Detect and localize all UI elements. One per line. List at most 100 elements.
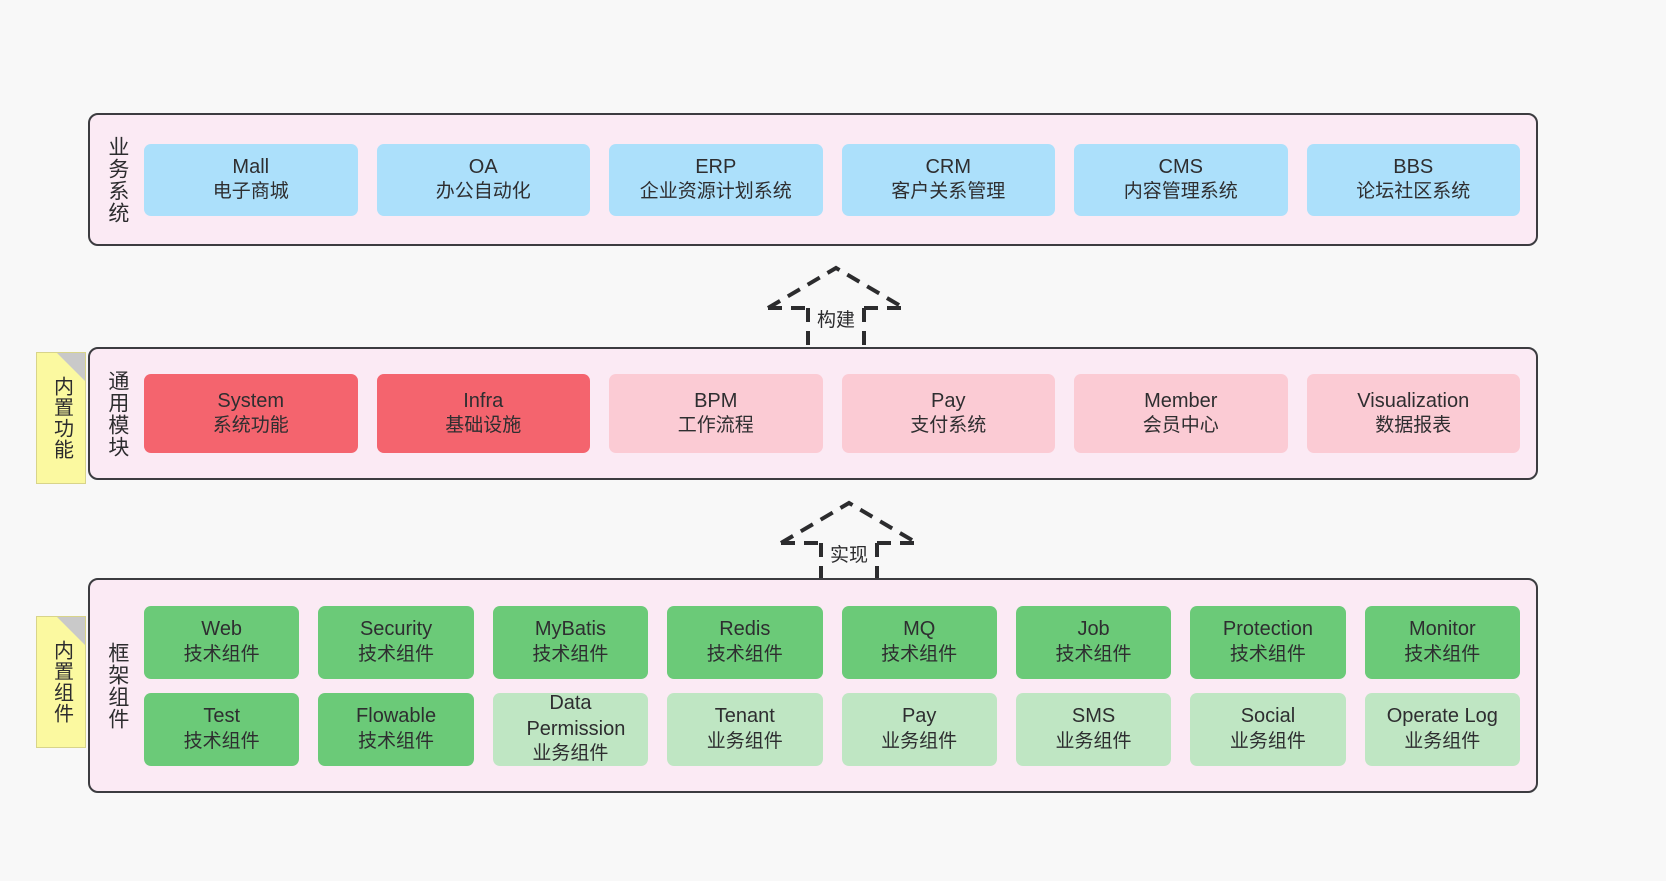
layer-title-common-module: 通用模块 bbox=[105, 369, 129, 458]
box-oa-subtitle: 办公自动化 bbox=[435, 181, 531, 203]
box-data-permission[interactable]: Data Permission 业务组件 bbox=[492, 692, 649, 766]
box-erp[interactable]: ERP 企业资源计划系统 bbox=[609, 143, 823, 216]
box-infra-subtitle: 基础设施 bbox=[445, 415, 522, 437]
box-monitor-subtitle: 技术组件 bbox=[1404, 643, 1481, 665]
box-social[interactable]: Social 业务组件 bbox=[1190, 692, 1346, 766]
box-flowable-subtitle: 技术组件 bbox=[358, 730, 435, 752]
layer-title-framework-component: 框架组件 bbox=[105, 641, 129, 730]
box-tenant[interactable]: Tenant 业务组件 bbox=[667, 692, 823, 766]
box-data-permission-title: Data Permission bbox=[526, 692, 626, 740]
box-security-title: Security bbox=[359, 618, 433, 641]
box-operate-log[interactable]: Operate Log 业务组件 bbox=[1364, 692, 1520, 766]
box-sms-title: SMS bbox=[1071, 705, 1116, 728]
note-built-in-function-label: 内置功能 bbox=[50, 376, 73, 460]
box-mybatis[interactable]: MyBatis 技术组件 bbox=[492, 605, 649, 679]
box-member[interactable]: Member 会员中心 bbox=[1074, 374, 1288, 453]
box-flowable-title: Flowable bbox=[356, 705, 437, 728]
box-system[interactable]: System 系统功能 bbox=[144, 374, 358, 453]
box-monitor[interactable]: Monitor 技术组件 bbox=[1364, 605, 1520, 679]
box-bpm-subtitle: 工作流程 bbox=[677, 415, 754, 437]
box-cms-subtitle: 内容管理系统 bbox=[1123, 181, 1238, 203]
box-pay-module-title: Pay bbox=[931, 389, 966, 412]
box-bbs-subtitle: 论坛社区系统 bbox=[1356, 181, 1471, 203]
box-flowable[interactable]: Flowable 技术组件 bbox=[318, 692, 474, 766]
box-member-title: Member bbox=[1144, 389, 1218, 412]
box-redis-subtitle: 技术组件 bbox=[706, 643, 783, 665]
box-bpm-title: BPM bbox=[694, 389, 738, 412]
box-mybatis-subtitle: 技术组件 bbox=[532, 643, 609, 665]
box-cms[interactable]: CMS 内容管理系统 bbox=[1074, 143, 1288, 216]
note-built-in-function: 内置功能 bbox=[36, 352, 86, 484]
box-oa-title: OA bbox=[468, 155, 498, 178]
box-security-subtitle: 技术组件 bbox=[358, 643, 435, 665]
layer-business-system: 业务系统 Mall 电子商城 OA 办公自动化 ERP 企业资源计划系统 CRM… bbox=[88, 113, 1538, 246]
box-operate-log-subtitle: 业务组件 bbox=[1404, 730, 1481, 752]
box-data-permission-subtitle: 业务组件 bbox=[532, 743, 609, 765]
connector-implement: 实现 bbox=[773, 495, 925, 585]
box-bbs-title: BBS bbox=[1393, 155, 1434, 178]
box-protection-subtitle: 技术组件 bbox=[1229, 643, 1306, 665]
layer-framework-component: 框架组件 Web 技术组件 Security 技术组件 MyBatis 技术组件… bbox=[88, 578, 1538, 793]
box-erp-subtitle: 企业资源计划系统 bbox=[639, 181, 792, 203]
box-mall-title: Mall bbox=[232, 155, 270, 178]
box-redis-title: Redis bbox=[719, 618, 771, 641]
box-web-title: Web bbox=[201, 618, 243, 641]
layer-title-business-system: 业务系统 bbox=[105, 135, 129, 224]
box-mall[interactable]: Mall 电子商城 bbox=[144, 143, 358, 216]
row-technical-components: Web 技术组件 Security 技术组件 MyBatis 技术组件 Redi… bbox=[144, 605, 1520, 679]
box-protection[interactable]: Protection 技术组件 bbox=[1190, 605, 1346, 679]
box-bpm[interactable]: BPM 工作流程 bbox=[609, 374, 823, 453]
box-mq[interactable]: MQ 技术组件 bbox=[841, 605, 997, 679]
box-visualization-title: Visualization bbox=[1357, 389, 1470, 412]
box-tenant-title: Tenant bbox=[714, 705, 775, 728]
box-job-title: Job bbox=[1077, 618, 1110, 641]
connector-build: 构建 bbox=[760, 260, 912, 350]
box-social-title: Social bbox=[1240, 705, 1296, 728]
connector-implement-label: 实现 bbox=[829, 545, 869, 566]
box-member-subtitle: 会员中心 bbox=[1142, 415, 1219, 437]
box-visualization[interactable]: Visualization 数据报表 bbox=[1306, 374, 1520, 453]
layer-body-common-module: System 系统功能 Infra 基础设施 BPM 工作流程 Pay 支付系统… bbox=[144, 349, 1536, 478]
box-job[interactable]: Job 技术组件 bbox=[1015, 605, 1172, 679]
box-pay-component[interactable]: Pay 业务组件 bbox=[841, 692, 997, 766]
box-bbs[interactable]: BBS 论坛社区系统 bbox=[1306, 143, 1520, 216]
box-pay-component-title: Pay bbox=[901, 705, 937, 728]
box-sms[interactable]: SMS 业务组件 bbox=[1015, 692, 1172, 766]
box-security[interactable]: Security 技术组件 bbox=[318, 605, 474, 679]
row-business-components: Test 技术组件 Flowable 技术组件 Data Permission … bbox=[144, 692, 1520, 766]
box-pay-module[interactable]: Pay 支付系统 bbox=[841, 374, 1055, 453]
connector-build-arrow-icon bbox=[766, 265, 906, 348]
box-infra-title: Infra bbox=[463, 389, 504, 412]
box-pay-module-subtitle: 支付系统 bbox=[910, 415, 987, 437]
connector-build-label: 构建 bbox=[816, 310, 856, 331]
connector-implement-arrow-icon bbox=[779, 500, 919, 583]
box-system-subtitle: 系统功能 bbox=[212, 415, 289, 437]
box-system-title: System bbox=[217, 389, 285, 412]
box-test[interactable]: Test 技术组件 bbox=[144, 692, 300, 766]
box-pay-component-subtitle: 业务组件 bbox=[881, 730, 958, 752]
box-web[interactable]: Web 技术组件 bbox=[144, 605, 300, 679]
box-mq-subtitle: 技术组件 bbox=[881, 643, 958, 665]
box-job-subtitle: 技术组件 bbox=[1055, 643, 1132, 665]
box-erp-title: ERP bbox=[695, 155, 737, 178]
box-mq-title: MQ bbox=[903, 618, 936, 641]
layer-body-business-system: Mall 电子商城 OA 办公自动化 ERP 企业资源计划系统 CRM 客户关系… bbox=[144, 115, 1536, 244]
box-mybatis-title: MyBatis bbox=[534, 618, 606, 641]
box-test-subtitle: 技术组件 bbox=[183, 730, 260, 752]
box-crm[interactable]: CRM 客户关系管理 bbox=[841, 143, 1055, 216]
box-web-subtitle: 技术组件 bbox=[183, 643, 260, 665]
box-mall-subtitle: 电子商城 bbox=[212, 181, 289, 203]
box-infra[interactable]: Infra 基础设施 bbox=[376, 374, 590, 453]
box-sms-subtitle: 业务组件 bbox=[1055, 730, 1132, 752]
box-oa[interactable]: OA 办公自动化 bbox=[376, 143, 590, 216]
row-common-modules: System 系统功能 Infra 基础设施 BPM 工作流程 Pay 支付系统… bbox=[144, 374, 1520, 453]
box-social-subtitle: 业务组件 bbox=[1229, 730, 1306, 752]
row-business-systems: Mall 电子商城 OA 办公自动化 ERP 企业资源计划系统 CRM 客户关系… bbox=[144, 143, 1520, 216]
note-built-in-component-label: 内置组件 bbox=[50, 640, 73, 724]
box-operate-log-title: Operate Log bbox=[1386, 705, 1498, 728]
box-crm-title: CRM bbox=[925, 155, 972, 178]
layer-body-framework-component: Web 技术组件 Security 技术组件 MyBatis 技术组件 Redi… bbox=[144, 580, 1536, 791]
box-redis[interactable]: Redis 技术组件 bbox=[667, 605, 823, 679]
box-cms-title: CMS bbox=[1158, 155, 1203, 178]
